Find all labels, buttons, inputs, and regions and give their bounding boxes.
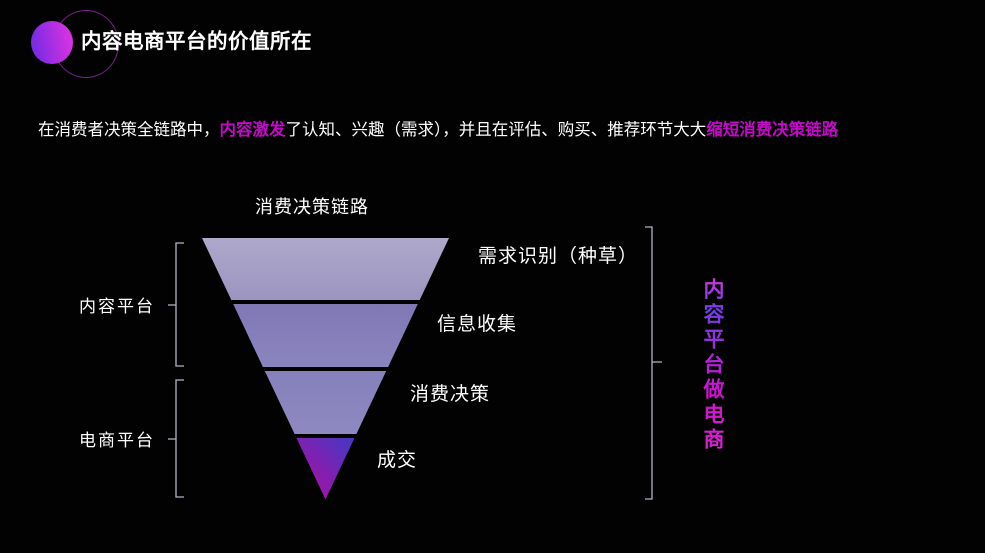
group-label-content-platform: 内容平台	[79, 297, 155, 316]
intro-sentence: 在消费者决策全链路中，内容激发了认知、兴趣（需求），并且在评估、购买、推荐环节大…	[38, 120, 918, 140]
stage-label-decision: 消费决策	[410, 384, 491, 405]
bracket-content-platform	[168, 242, 184, 367]
stage-label-info: 信息收集	[437, 314, 518, 335]
intro-highlight-content-sparks: 内容激发	[219, 121, 286, 139]
funnel-segment-deal	[296, 438, 355, 500]
intro-part1: 在消费者决策全链路中，	[38, 121, 220, 139]
funnel-segment-decision	[264, 371, 387, 434]
right-note-vertical: 内容平台做电商	[697, 278, 727, 453]
stage-label-deal: 成交	[377, 450, 418, 471]
intro-part2: 了认知、兴趣（需求），并且在评估、购买、推荐环节大大	[285, 121, 707, 139]
funnel-segment-awareness	[202, 238, 449, 300]
funnel-segment-info	[233, 304, 418, 367]
logo-circle-icon	[31, 21, 73, 64]
funnel-title: 消费决策链路	[255, 197, 369, 217]
intro-highlight-shorten-chain: 缩短消费决策链路	[706, 121, 839, 139]
group-label-ecommerce-platform: 电商平台	[79, 431, 155, 450]
page-title: 内容电商平台的价值所在	[81, 30, 312, 53]
stage-label-awareness: 需求识别（种草）	[478, 246, 639, 267]
bracket-ecommerce-platform	[168, 379, 184, 498]
bracket-right-full	[645, 226, 662, 500]
